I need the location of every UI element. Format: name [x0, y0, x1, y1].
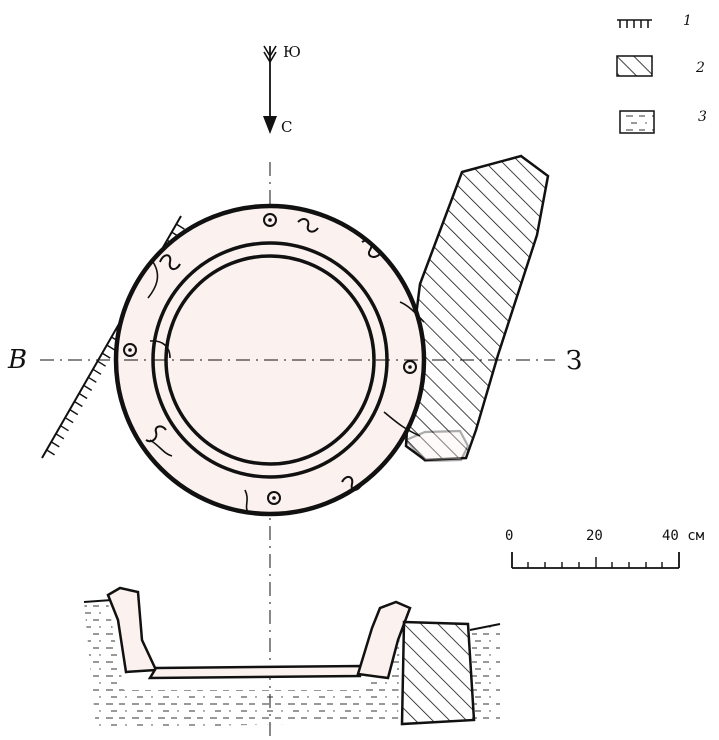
orientation-arrow: Ю С	[263, 43, 301, 136]
post-hole-south	[267, 491, 281, 505]
axis-label-right: З	[566, 346, 582, 376]
compass-label-top: Ю	[283, 43, 301, 61]
compass-label-bottom: С	[281, 118, 292, 136]
rim-contours	[147, 261, 425, 513]
section-stone-slab	[400, 620, 476, 726]
legend-item-3: 3	[619, 109, 707, 134]
post-hole-east	[403, 360, 417, 374]
rim-ornaments	[145, 218, 381, 491]
legend-item-2: 2	[616, 55, 705, 77]
stone-slab	[404, 154, 550, 462]
legend: 1 2 3	[616, 13, 707, 134]
scale-bar: 0 20 40 см	[505, 528, 705, 569]
dashed-soil-swatch	[619, 110, 655, 134]
scale-label-40: 40 см	[662, 528, 705, 544]
post-hole-north	[263, 213, 277, 227]
section-floor	[147, 664, 364, 680]
post-holes	[123, 213, 417, 505]
legend-number-2: 2	[695, 60, 705, 76]
section-wall-right	[356, 600, 412, 680]
section-wall-left	[106, 586, 158, 674]
legend-item-1: 1	[617, 13, 692, 29]
diagonal-hatch-swatch	[616, 55, 653, 77]
cross-section	[83, 586, 501, 728]
legend-number-3: 3	[698, 109, 707, 125]
legend-number-1: 1	[683, 13, 692, 29]
hachure-swatch	[617, 19, 652, 28]
plan-view: В З	[7, 154, 582, 740]
scale-label-0: 0	[505, 528, 513, 544]
axis-label-left: В	[7, 345, 27, 375]
scale-label-20: 20	[586, 528, 603, 544]
soil-fill	[84, 602, 400, 728]
post-hole-west	[123, 343, 137, 357]
